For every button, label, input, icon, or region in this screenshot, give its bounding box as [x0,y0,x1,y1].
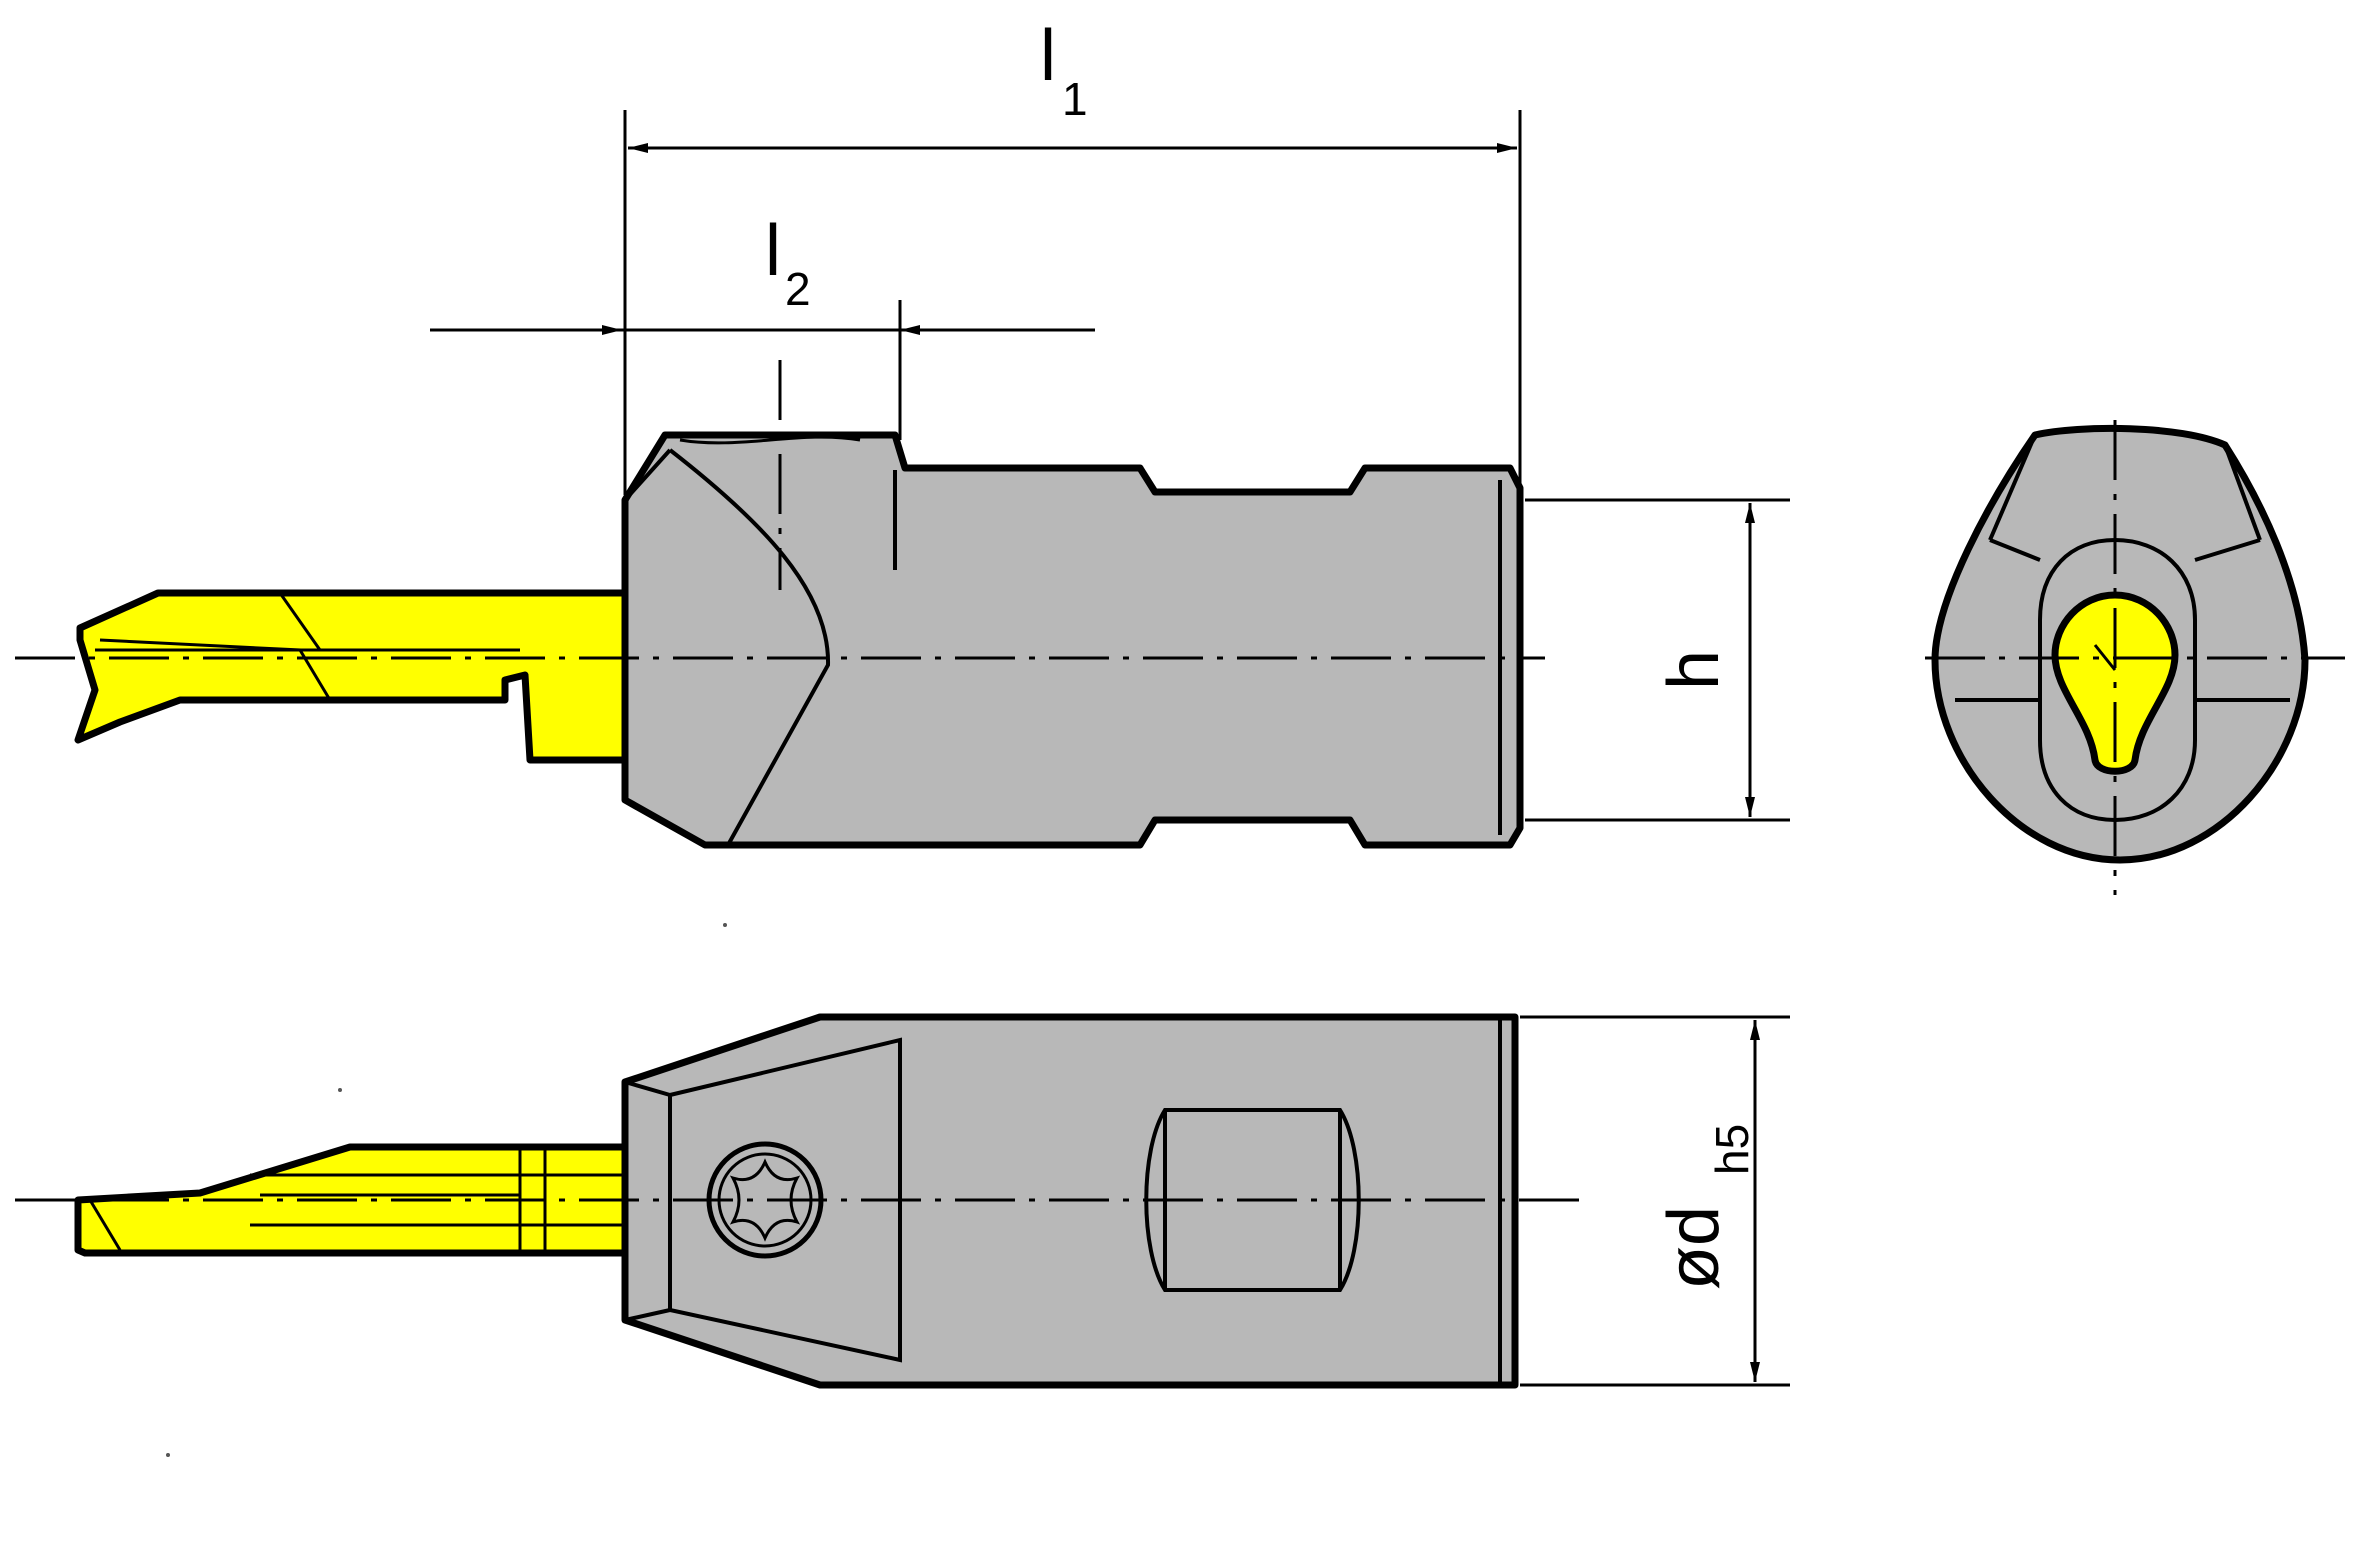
l2-subscript: 2 [785,263,811,315]
l1-label: l [1040,16,1056,96]
dimension-d: ød h5 [1520,1015,1790,1387]
l2-label: l [765,211,781,291]
dimension-h: h [1525,498,1790,822]
dimension-l2: l 2 [430,211,1095,440]
side-view [74,431,1524,849]
dimension-l1: l 1 [623,16,1522,495]
l1-subscript: 1 [1062,73,1088,125]
torx-screw-icon [706,1141,824,1259]
side-body [621,431,1524,849]
side-insert-bar [74,589,629,764]
d-label: ød [1654,1206,1734,1290]
d-subscript: h5 [1706,1124,1758,1175]
h-label: h [1654,650,1734,690]
center-lines [15,360,2345,1202]
end-view [1931,424,2309,864]
